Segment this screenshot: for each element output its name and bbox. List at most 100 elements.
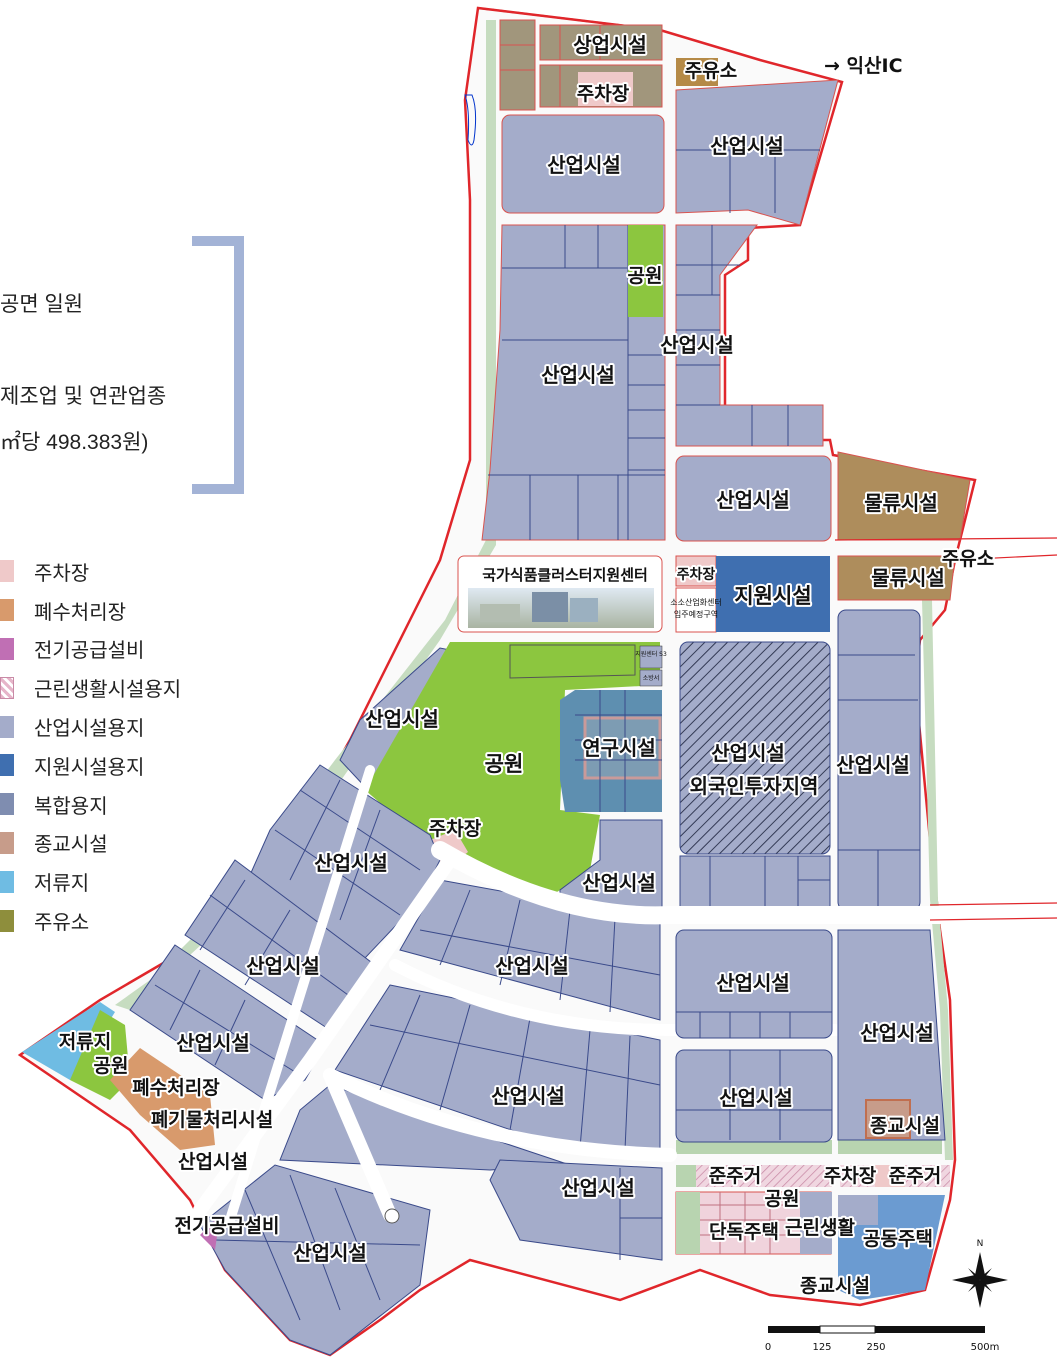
label-parking-mid: 주차장 (677, 566, 716, 583)
scale-tick-250: 250 (866, 1342, 885, 1353)
north-label: N (977, 1239, 984, 1249)
industrial-block-n4 (675, 455, 832, 542)
label-industrial-c1: 산업시설 (365, 707, 439, 731)
label-industrial-fdi: 산업시설 (711, 741, 785, 765)
legend-swatch (0, 793, 14, 816)
legend-label: 주차장 (34, 562, 90, 585)
scale-tick-125: 125 (812, 1342, 831, 1353)
label-research: 연구시설 (582, 736, 656, 760)
legend-swatch (0, 637, 14, 660)
info-industry: 제조업 및 연관업종 (0, 385, 167, 408)
label-semi-residential-2: 준주거 (889, 1165, 941, 1187)
label-park-central: 공원 (485, 752, 524, 776)
legend-label: 저류지 (34, 873, 90, 896)
label-gas-station-top: 주유소 (685, 60, 737, 82)
label-industrial-n1: 산업시설 (547, 153, 621, 177)
label-religious-1: 종교시설 (870, 1115, 940, 1137)
label-detached-housing: 단독주택 (709, 1221, 779, 1243)
legend-swatch (0, 715, 14, 738)
green-strip-2 (838, 1140, 942, 1154)
semi-residential-1 (676, 1165, 832, 1187)
industrial-block-w1 (481, 224, 666, 541)
label-industrial-se3: 산업시설 (719, 1086, 793, 1110)
label-retention-pond: 저류지 (59, 1031, 111, 1053)
label-small-center: 소소산업화센터 (670, 597, 722, 607)
legend-swatch (0, 560, 14, 583)
industrial-block-s3 (279, 1084, 571, 1171)
industrial-block-n2 (675, 79, 839, 226)
north-arrow-icon: N (952, 1239, 1008, 1308)
legend-label: 산업시설용지 (34, 718, 145, 741)
legend-label: 지원시설용지 (34, 756, 145, 779)
label-industrial-sw3: 산업시설 (176, 1031, 250, 1055)
legend-swatch (0, 831, 14, 854)
label-industrial-se1: 산업시설 (716, 971, 790, 995)
label-power-supply: 전기공급설비 (175, 1215, 280, 1237)
retention-pond (22, 1002, 115, 1080)
label-fire-station: 소방서 (643, 674, 660, 682)
label-iksan-ic: → 익산IC (824, 55, 903, 77)
legend-item: 근린생활시설용지 (0, 668, 181, 707)
label-industrial-sw1: 산업시설 (314, 851, 388, 875)
label-commercial: 상업시설 (573, 33, 647, 57)
info-location: 공면 일원 (0, 293, 84, 316)
legend-swatch (0, 909, 14, 932)
label-park-southwest: 공원 (94, 1055, 129, 1077)
map-labels: 상업시설 주유소 → 익산IC 주차장 산업시설 산업시설 공원 산업시설 산업… (57, 31, 996, 1299)
support-facility-block (716, 556, 830, 632)
legend-label: 복합용지 (34, 795, 108, 818)
label-waste-facility: 폐기물처리시설 (151, 1109, 273, 1131)
legend-label: 전기공급설비 (34, 640, 145, 663)
legend-item: 저류지 (0, 862, 181, 901)
label-industrial-s3: 산업시설 (178, 1151, 248, 1173)
label-industrial-s1: 산업시설 (495, 954, 569, 978)
label-industrial-s2: 산업시설 (491, 1084, 565, 1108)
green-strip-1 (676, 1140, 832, 1154)
label-neighborhood: 근린생활 (785, 1217, 855, 1239)
legend-item: 폐수처리장 (0, 591, 181, 630)
label-industrial-sw2: 산업시설 (246, 954, 320, 978)
label-support-facility: 지원시설 (734, 584, 811, 608)
label-parking-south: 주차장 (824, 1165, 877, 1187)
legend-item: 주차장 (0, 552, 181, 591)
label-apartment: 공동주택 (863, 1228, 933, 1250)
logistics-block-2 (837, 555, 956, 601)
label-gas-station-right: 주유소 (942, 548, 994, 570)
label-fdi-zone: 외국인투자지역 (690, 774, 819, 798)
label-support-s3: 지원센터 S3 (635, 650, 667, 658)
gas-station-top (676, 58, 718, 86)
label-semi-residential-1: 준주거 (709, 1165, 761, 1187)
industrial-block-se3 (675, 1049, 833, 1143)
label-logistics-1: 물류시설 (864, 491, 938, 515)
label-religious-2: 종교시설 (800, 1275, 870, 1297)
industrial-block-se2 (837, 929, 946, 1141)
foreign-investment-zone (679, 641, 831, 855)
industrial-block-sw4 (199, 1164, 431, 1356)
label-industrial-se2: 산업시설 (860, 1021, 934, 1045)
label-park-north: 공원 (628, 265, 663, 287)
scale-tick-500: 500m (971, 1342, 1000, 1353)
label-industrial-sw4: 산업시설 (293, 1241, 367, 1265)
legend-item: 종교시설 (0, 824, 181, 863)
power-supply (200, 1215, 220, 1250)
legend-item: 산업시설용지 (0, 707, 181, 746)
legend-swatch (0, 870, 14, 893)
label-park-south: 공원 (765, 1188, 800, 1210)
label-wastewater: 폐수처리장 (132, 1077, 220, 1099)
industrial-block-n1 (501, 114, 665, 214)
info-price: ㎡당 498.383원) (0, 431, 149, 454)
commercial-block (499, 19, 663, 111)
legend-swatch (0, 599, 14, 622)
label-industrial-e1: 산업시설 (836, 753, 910, 777)
label-industrial-c2: 산업시설 (582, 871, 656, 895)
legend-swatch (0, 754, 14, 777)
label-industrial-n3: 산업시설 (660, 333, 734, 357)
legend-label: 종교시설 (34, 834, 108, 857)
legend-item: 지원시설용지 (0, 746, 181, 785)
legend-label: 주유소 (34, 912, 90, 935)
legend: 주차장 폐수처리장 전기공급설비 근린생활시설용지 산업시설용지 지원시설용지 … (0, 552, 181, 940)
scale-tick-0: 0 (765, 1342, 771, 1353)
religious-facility-1 (865, 1099, 911, 1139)
industrial-block-s4 (489, 1159, 663, 1261)
